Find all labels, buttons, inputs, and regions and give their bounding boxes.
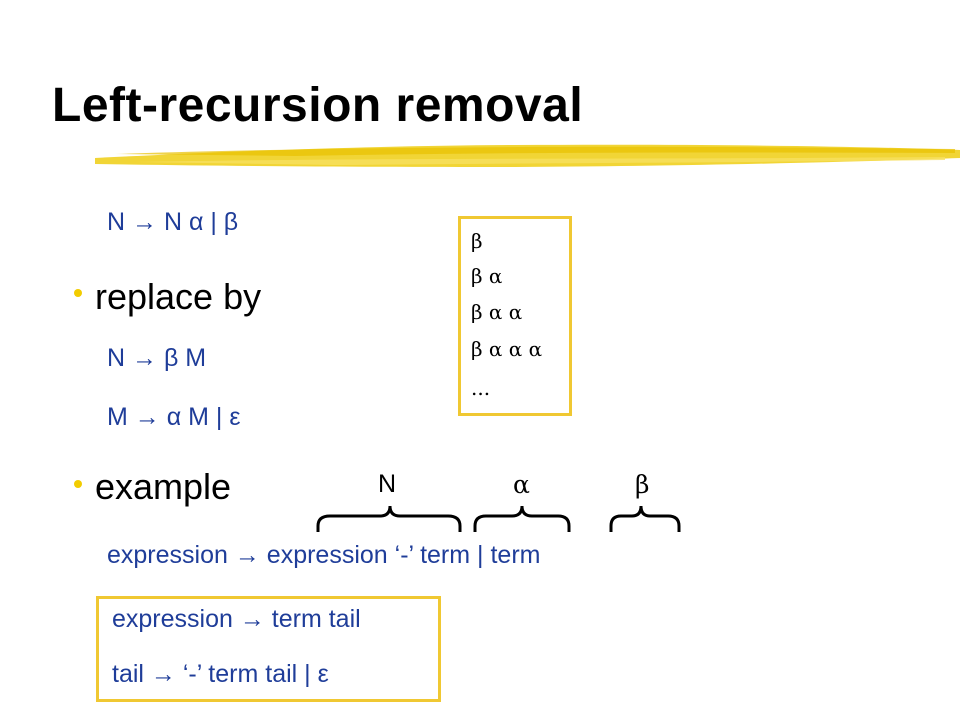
result-rule-tail: tail → ‘-’ term tail | ε [112, 660, 329, 688]
original-rule: N → N α | β [107, 208, 239, 236]
sequence-item: ... [471, 376, 491, 400]
bullet-replace-by: replace by [95, 276, 262, 317]
example-rule: expression → expression ‘-’ term | term [107, 541, 541, 569]
bullet-example: example [95, 466, 232, 507]
sequence-item: β [471, 229, 483, 253]
sequence-box [458, 216, 572, 416]
title-underline-brush [95, 144, 960, 167]
brace-label-beta: β [635, 470, 650, 499]
sequence-item: β α [471, 264, 503, 288]
slide-title: Left-recursion removal [52, 79, 584, 132]
sequence-item: β α α [471, 300, 523, 324]
result-rule-expression: expression → term tail [112, 605, 361, 633]
overbrace-alpha [473, 505, 571, 532]
bullet-dot-icon [74, 289, 82, 297]
sequence-item: β α α α [471, 337, 543, 361]
replacement-rule-m: M → α M | ε [107, 403, 241, 431]
overbrace-beta [609, 505, 681, 532]
overbrace-n [316, 505, 462, 532]
replacement-rule-n: N → β M [107, 344, 207, 372]
bullet-dot-icon [74, 480, 82, 488]
result-box [96, 596, 441, 702]
brace-label-alpha: α [513, 470, 530, 499]
brace-label-n: N [378, 470, 397, 498]
